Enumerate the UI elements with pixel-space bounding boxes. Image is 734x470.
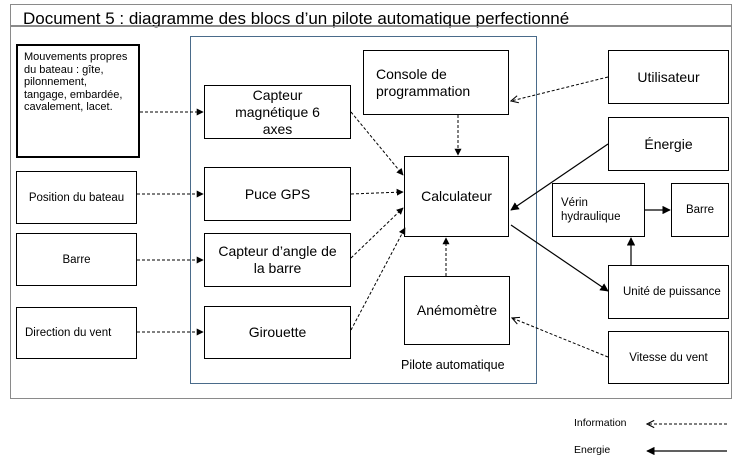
girouette-block: Girouette (204, 306, 351, 359)
energie-block: Énergie (608, 117, 729, 171)
arrow-angle-calculateur (350, 207, 404, 259)
legend-energie-label: Energie (574, 444, 611, 456)
arrow-gps-calculateur (350, 188, 404, 196)
arrow-girouette-calculateur (350, 227, 406, 331)
diagram-frame (10, 26, 732, 399)
vitesse-vent-block: Vitesse du vent (608, 331, 729, 384)
position-block: Position du bateau (16, 171, 137, 224)
barre-input-block: Barre (16, 233, 137, 286)
anemometre-block: Anémomètre (404, 276, 510, 345)
unite-puissance-block: Unité de puissance (608, 265, 729, 319)
diagram-title: Document 5 : diagramme des blocs d’un pi… (23, 9, 570, 28)
title-bar: Document 5 : diagramme des blocs d’un pi… (10, 4, 732, 28)
direction-vent-block: Direction du vent (16, 307, 137, 359)
arrow-calculateur-unite (510, 224, 609, 292)
mouvements-block: Mouvements propres du bateau : gîte, pil… (16, 44, 140, 158)
calculateur-block: Calculateur (404, 156, 509, 237)
pilot-frame (190, 36, 537, 384)
puce-gps-block: Puce GPS (204, 167, 351, 221)
arrow-energie-calculateur (510, 143, 609, 211)
arrow-vitesse-anemometre (512, 318, 609, 358)
barre-output-block: Barre (671, 183, 729, 237)
verin-block: Vérin hydraulique (552, 183, 645, 237)
arrow-utilisateur-console (511, 76, 609, 101)
console-block: Console de programmation (363, 50, 509, 115)
legend-information-label: Information (574, 417, 627, 429)
arrow-capteur-calculateur (350, 111, 404, 176)
capteur-angle-block: Capteur d’angle de la barre (204, 233, 351, 287)
utilisateur-block: Utilisateur (608, 50, 729, 104)
pilot-label: Pilote automatique (401, 358, 505, 372)
capteur-magnetique-block: Capteur magnétique 6 axes (204, 85, 351, 139)
